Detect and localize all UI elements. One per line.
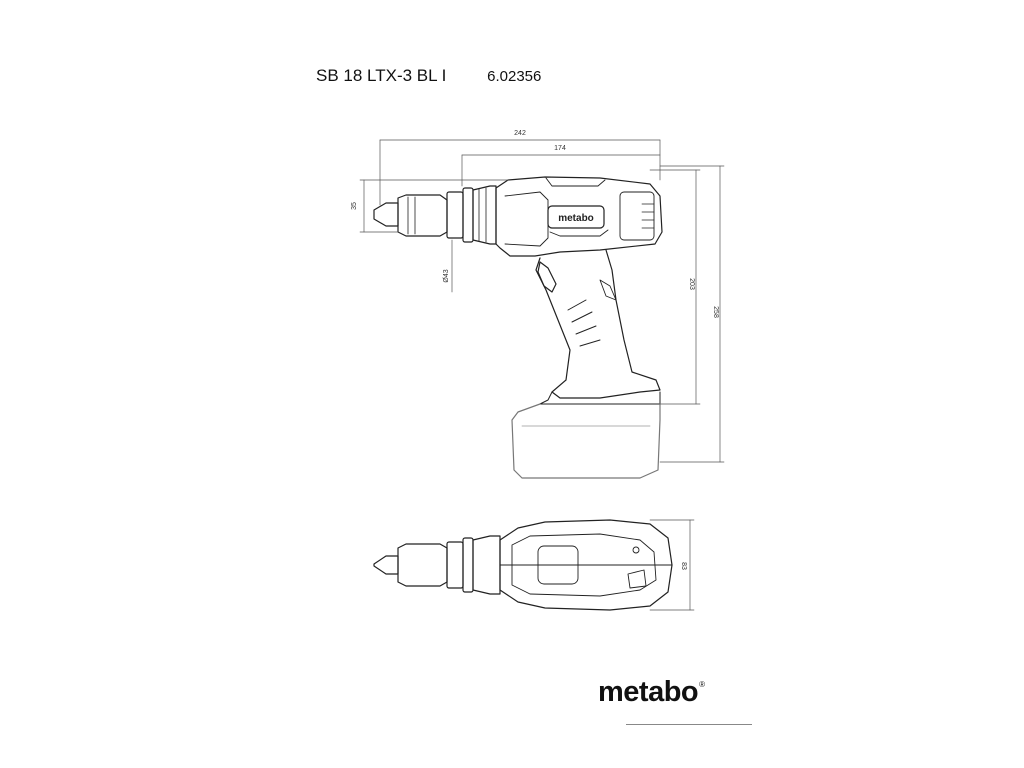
- top-dimensions: [649, 519, 695, 611]
- gear-ring: [462, 187, 474, 243]
- motor-housing: [495, 176, 663, 257]
- trigger: [537, 261, 557, 293]
- dim-body-length: 174: [554, 145, 566, 152]
- dim-top-width: 83: [680, 562, 687, 570]
- dim-handle-height: 203: [688, 278, 695, 290]
- top-view: [373, 519, 673, 611]
- top-chuck-tip: [373, 555, 399, 575]
- tool-brand-label: metabo: [558, 213, 594, 224]
- handle: [535, 249, 661, 399]
- top-chuck-body: [397, 543, 448, 587]
- order-number: 6.02356: [487, 68, 542, 85]
- dim-overall-length: 242: [514, 130, 526, 137]
- side-view: metabo: [373, 176, 663, 479]
- rear-vent-area: [619, 191, 655, 241]
- chuck-tip: [373, 202, 399, 227]
- top-housing: [499, 519, 673, 611]
- model-name: SB 18 LTX-3 BL I: [316, 66, 447, 85]
- dim-total-height: 258: [712, 306, 719, 318]
- label-plate: [547, 205, 605, 229]
- registered-mark: ®: [699, 680, 705, 689]
- side-dimensions: [359, 139, 725, 463]
- dim-collar-diameter: Ø43: [443, 269, 450, 282]
- collar: [446, 191, 464, 239]
- dim-chuck-height: 35: [351, 202, 358, 210]
- brand-logo: metabo®: [598, 676, 705, 709]
- brand-name: metabo: [598, 676, 699, 708]
- page-title: SB 18 LTX-3 BL I 6.02356: [316, 66, 541, 86]
- chuck-body: [397, 194, 448, 237]
- battery: [511, 403, 661, 479]
- footer-rule: [626, 724, 752, 725]
